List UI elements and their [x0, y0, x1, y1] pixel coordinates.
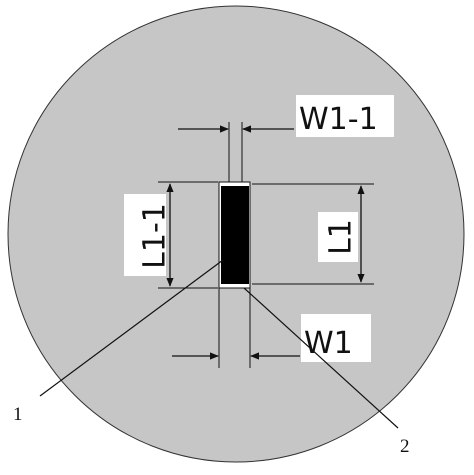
l1-label-box: [318, 212, 358, 262]
w1-1-label: W1-1: [299, 102, 378, 137]
callout-1: 1: [13, 404, 23, 425]
dimension-arrows: [166, 125, 365, 360]
leader-lines: [39, 259, 399, 429]
black-element: [221, 186, 249, 284]
w1-label: W1: [304, 326, 353, 361]
extension-lines: [158, 122, 374, 368]
l1-label: L1: [324, 219, 359, 255]
l1-1-label-box: [124, 194, 166, 276]
leader-line-2: [243, 287, 399, 429]
w1-label-box: [301, 314, 371, 362]
l1-1-label: L1-1: [138, 203, 173, 269]
w1-1-label-box: [296, 95, 394, 137]
callout-2: 2: [400, 436, 410, 457]
leader-line-1: [39, 259, 224, 397]
